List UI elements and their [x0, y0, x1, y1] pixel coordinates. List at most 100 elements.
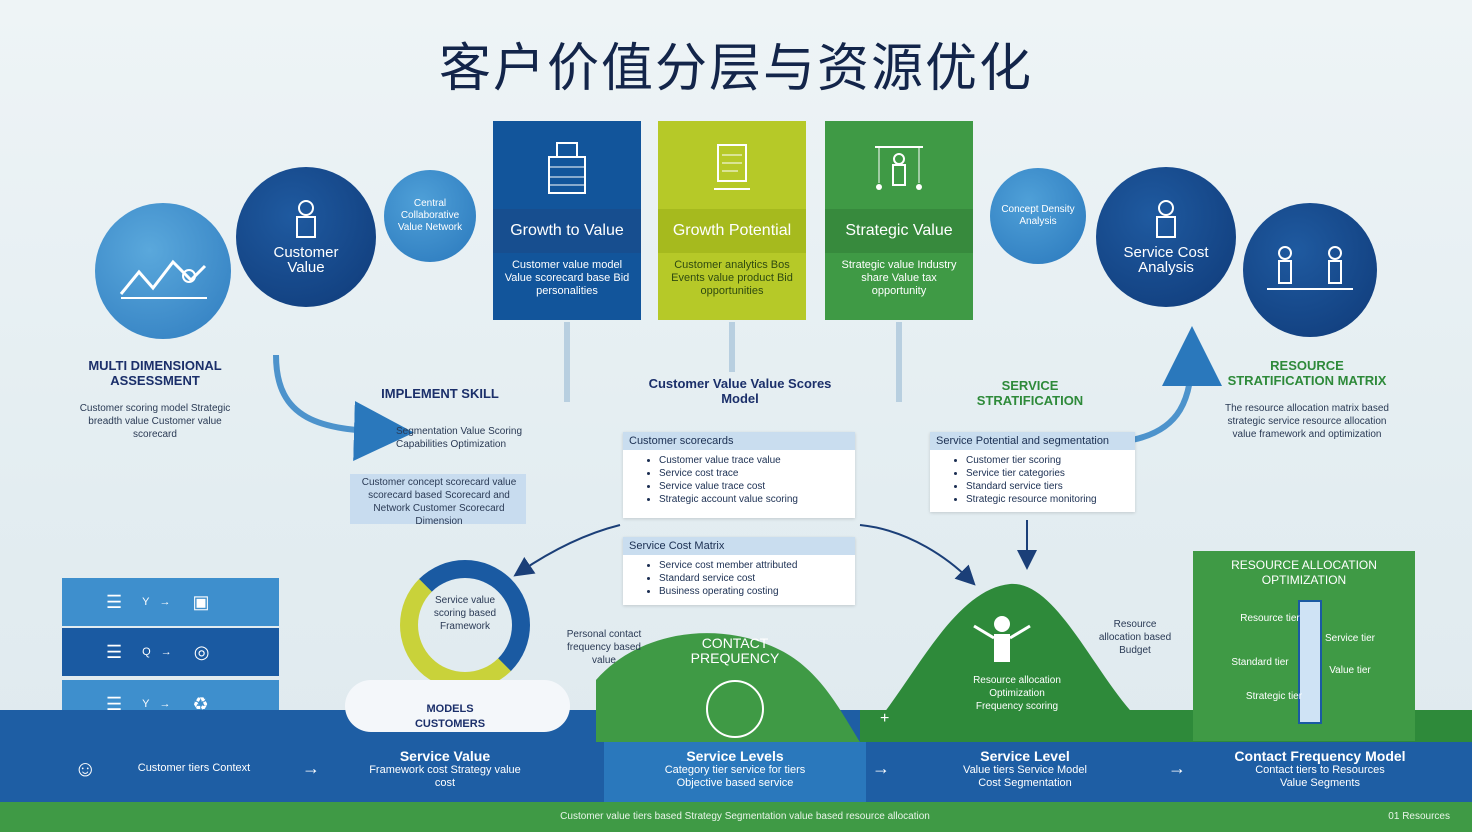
panel-item: Service cost trace	[659, 467, 855, 480]
cloud-base	[345, 680, 570, 732]
person-icon: ☺	[74, 756, 97, 781]
assessment-circle[interactable]	[95, 203, 231, 339]
footer-col-4: Contact Frequency Model Contact tiers to…	[1200, 748, 1440, 790]
card-desc: Strategic value Industry share Value tax…	[841, 259, 957, 297]
arrow-right-icon: →	[1168, 758, 1186, 778]
service-potential-panel[interactable]: Service Potential and segmentation Custo…	[930, 432, 1135, 512]
database-icon: ☰	[106, 641, 123, 662]
service-cost-label: Service Cost Analysis	[1123, 244, 1209, 276]
footer-title: Service Levels	[686, 748, 784, 764]
card-growth-to-value[interactable]: Growth to Value Customer value model Val…	[493, 121, 641, 320]
card-strategic-value[interactable]: Strategic Value Strategic value Industry…	[825, 121, 973, 320]
panel-item: Strategic resource monitoring	[966, 493, 1135, 506]
footer-col-0: Customer tiers Context	[104, 762, 284, 775]
page-indicator: 01 Resources	[1388, 811, 1450, 822]
footer-desc: Cost Segmentation	[978, 777, 1072, 789]
panel-item: Customer value trace value	[659, 454, 855, 467]
footer-title: Service Level	[980, 748, 1070, 764]
bottom-note: Customer value tiers based Strategy Segm…	[560, 811, 930, 822]
arrow-right-icon: →	[872, 758, 890, 778]
footer-desc: cost	[434, 777, 456, 789]
footer-text: Customer tiers Context	[137, 762, 251, 774]
panel-item: Strategic account value scoring	[659, 493, 855, 506]
panel-item: Service cost member attributed	[659, 559, 855, 572]
alloc-item: Value tier	[1329, 665, 1371, 676]
left-box-label: Q	[142, 646, 151, 658]
alloc-item: Standard tier	[1231, 657, 1289, 668]
cycle-icon: ♻	[192, 693, 209, 714]
implement-skill-note: Segmentation Value Scoring Capabilities …	[396, 426, 523, 450]
card-title: Growth Potential	[658, 209, 806, 253]
allocation-pillar-icon	[1298, 600, 1322, 724]
footer-bar-mid	[604, 742, 866, 802]
footer-col-3: Service Level Value tiers Service Model …	[915, 748, 1135, 790]
multi-dimensional-note: Customer scoring model Strategic breadth…	[79, 403, 231, 440]
cycle-left-note: Personal contact frequency based value	[566, 629, 642, 666]
left-box-1[interactable]: ☰ Y → ▣	[62, 578, 279, 626]
customer-scorecard-panel[interactable]: Customer scorecards Customer value trace…	[623, 432, 855, 518]
center-heading: Customer Value Value Scores Model	[648, 376, 832, 406]
alloc-item: Resource tier	[1240, 613, 1300, 624]
blue-note-box	[350, 474, 526, 524]
panel-item: Standard service cost	[659, 572, 855, 585]
panel-title: Service Potential and segmentation	[930, 432, 1135, 450]
footer-strip	[0, 802, 1472, 832]
arrow-right-icon: →	[302, 758, 320, 778]
card-desc: Customer value model Value scorecard bas…	[504, 259, 630, 297]
footer-desc: Value Segments	[1280, 777, 1360, 789]
person-icon	[1156, 200, 1176, 238]
plus-icon: +	[880, 710, 890, 727]
team-icon	[1267, 246, 1353, 290]
footer-col-1: Service Value Framework cost Strategy va…	[340, 748, 550, 790]
implement-skill-heading: IMPLEMENT SKILL	[381, 386, 499, 401]
panel-item: Service value trace cost	[659, 480, 855, 493]
panel-item: Standard service tiers	[966, 480, 1135, 493]
footer-col-2: Service Levels Category tier service for…	[620, 748, 850, 790]
card-growth-potential[interactable]: Growth Potential Customer analytics Bos …	[658, 121, 806, 320]
globe-icon	[706, 680, 764, 738]
database-icon: ☰	[106, 693, 123, 714]
footer-desc: Category tier service for tiers	[664, 764, 806, 776]
allocation-heading: RESOURCE ALLOCATION OPTIMIZATION	[1231, 558, 1377, 587]
resource-stratification-note: The resource allocation matrix based str…	[1225, 403, 1389, 440]
peak-right-note: Resource allocation based Budget	[1098, 619, 1172, 656]
arrow-right-icon: →	[160, 646, 172, 658]
document-stack-icon	[493, 131, 641, 207]
alloc-item: Service tier	[1324, 633, 1375, 644]
left-box-label: Y	[142, 596, 150, 608]
models-label: MODELS CUSTOMERS	[414, 703, 486, 730]
contact-frequency-label: CONTACT PREQUENCY	[690, 635, 780, 666]
cost-note-circle[interactable]: Concept Density Analysis	[990, 168, 1086, 264]
service-cost-panel[interactable]: Service Cost Matrix Service cost member …	[623, 537, 855, 605]
central-note-circle[interactable]: Central Collaborative Value Network	[384, 170, 476, 262]
cost-note: Concept Density Analysis	[1001, 204, 1075, 227]
panel-title: Service Cost Matrix	[623, 537, 855, 555]
report-icon	[658, 131, 806, 207]
resource-stratification-heading: RESOURCE STRATIFICATION MATRIX	[1227, 358, 1387, 388]
panel-item: Service tier categories	[966, 467, 1135, 480]
service-stratification-heading: SERVICE STRATIFICATION	[976, 378, 1084, 408]
panel-title: Customer scorecards	[623, 432, 855, 450]
footer-desc: Framework cost Strategy value	[369, 764, 521, 776]
panel-item: Business operating costing	[659, 585, 855, 598]
person-arms-icon	[973, 616, 1031, 662]
multi-dimensional-heading: MULTI DIMENSIONAL ASSESSMENT	[88, 358, 222, 388]
footer-title: Contact Frequency Model	[1234, 748, 1406, 764]
customer-value-circle[interactable]: Customer Value	[236, 167, 376, 307]
card-desc: Customer analytics Bos Events value prod…	[671, 259, 793, 297]
database-icon: ☰	[106, 591, 123, 612]
alloc-item: Strategic tier	[1245, 691, 1303, 702]
peak-note: Resource allocation Optimization Frequen…	[973, 675, 1061, 712]
footer-desc: Objective based service	[676, 777, 794, 789]
document-icon: ▣	[192, 591, 210, 612]
service-cost-circle[interactable]: Service Cost Analysis	[1096, 167, 1236, 307]
left-box-label: Y	[142, 698, 150, 710]
page-title: 客户价值分层与资源优化	[438, 39, 1033, 99]
chart-icon	[119, 259, 207, 299]
left-box-2[interactable]: ☰ Q → ◎	[62, 628, 279, 676]
arrow-right-icon: →	[159, 596, 171, 608]
card-title: Strategic Value	[825, 209, 973, 253]
blue-note: Customer concept scorecard value scoreca…	[361, 477, 517, 527]
team-circle[interactable]	[1243, 203, 1377, 337]
